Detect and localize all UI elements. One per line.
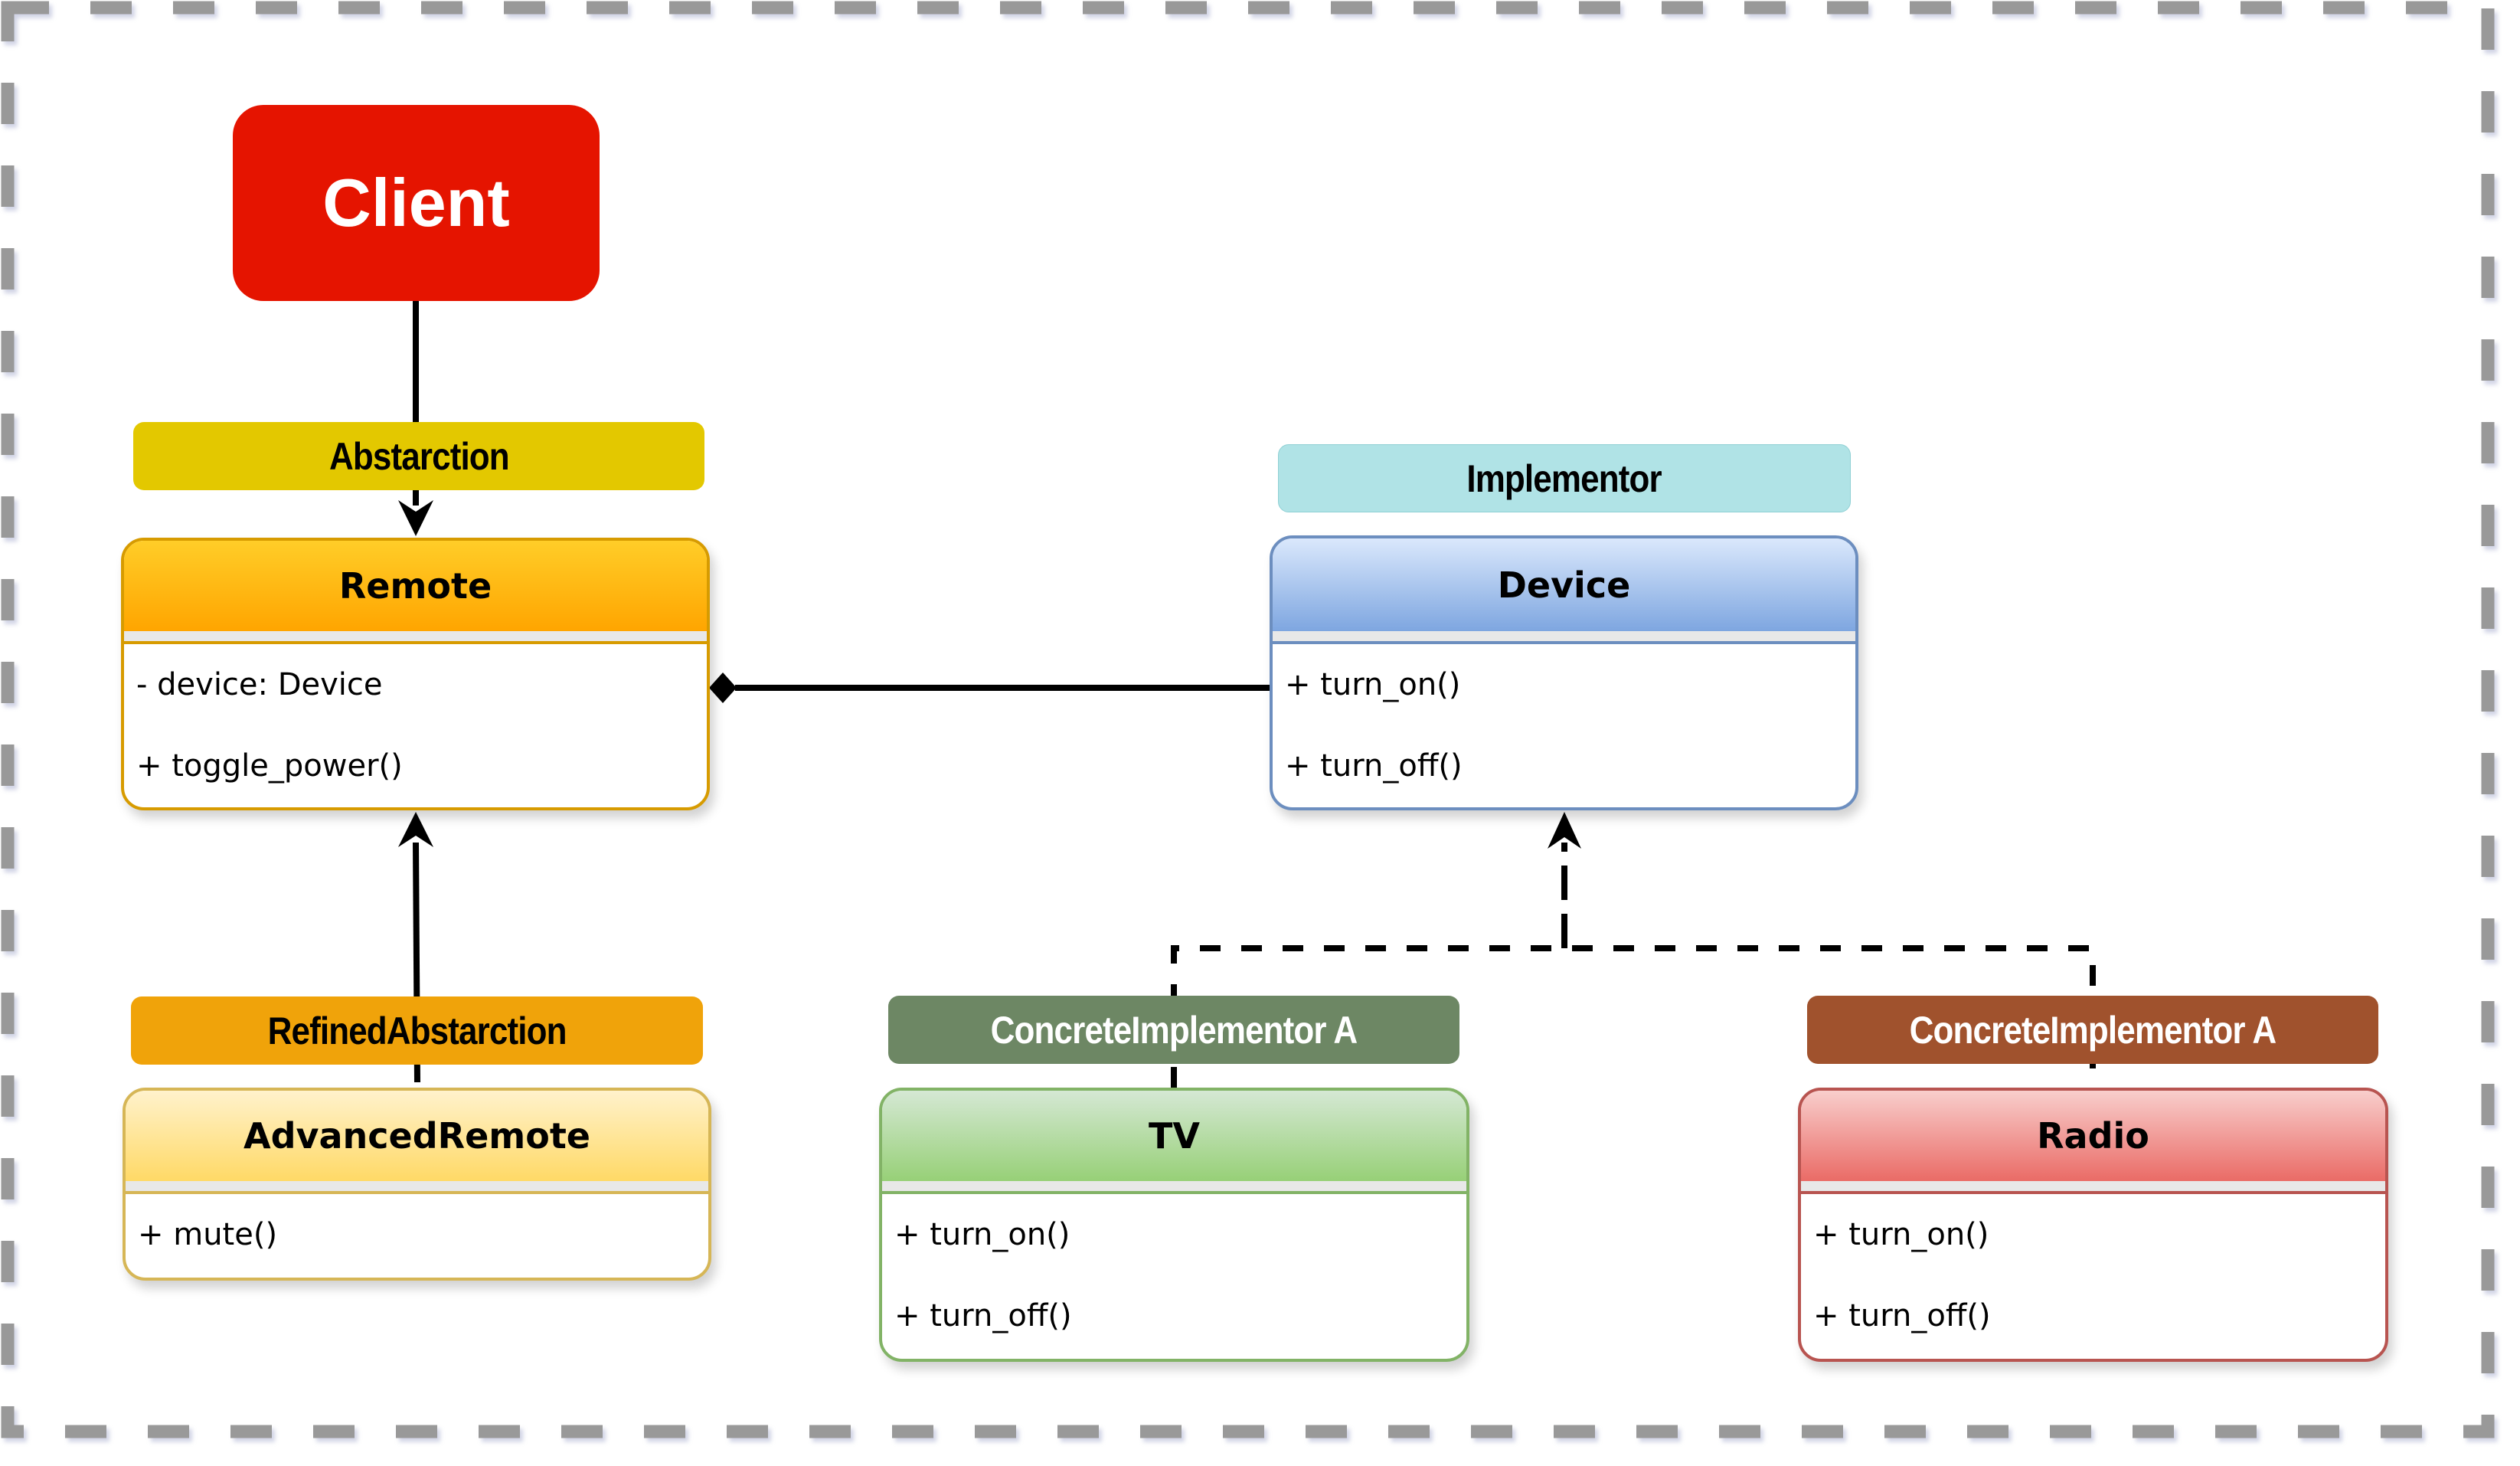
class-tv-header: TV <box>882 1091 1466 1181</box>
class-remote-method: + toggle_power() <box>136 748 403 784</box>
concrete-implementor-tv-stereotype-label[interactable]: ConcreteImplementor A <box>888 996 1459 1064</box>
class-advanced-remote-method: + mute() <box>138 1217 278 1252</box>
refined-abstraction-stereotype-label[interactable]: RefinedAbstarction <box>131 996 703 1065</box>
class-remote[interactable]: Remote - device: Device + toggle_power() <box>121 538 710 810</box>
class-device[interactable]: Device + turn_on() + turn_off() <box>1270 535 1858 810</box>
class-radio[interactable]: Radio + turn_on() + turn_off() <box>1798 1088 2388 1362</box>
class-remote-header: Remote <box>124 541 707 631</box>
class-advanced-remote-header: AdvancedRemote <box>126 1091 708 1181</box>
class-device-method: + turn_on() <box>1285 667 1461 702</box>
class-tv-method: + turn_off() <box>894 1298 1072 1333</box>
implementor-stereotype-text: Implementor <box>1466 456 1662 500</box>
class-tv[interactable]: TV + turn_on() + turn_off() <box>879 1088 1469 1362</box>
realization-arrowhead <box>1548 812 1581 849</box>
class-device-separator <box>1273 631 1855 644</box>
class-device-method: + turn_off() <box>1285 748 1463 784</box>
composition-diamond <box>709 672 737 703</box>
concrete-implementor-tv-stereotype-text: ConcreteImplementor A <box>990 1008 1358 1052</box>
class-radio-separator <box>1801 1181 2385 1194</box>
class-advanced-remote-separator <box>126 1181 708 1194</box>
concrete-implementor-radio-stereotype-label[interactable]: ConcreteImplementor A <box>1807 996 2378 1064</box>
class-radio-header: Radio <box>1801 1091 2385 1181</box>
class-device-name: Device <box>1497 564 1631 606</box>
class-radio-name: Radio <box>2037 1115 2149 1157</box>
class-device-header: Device <box>1273 538 1855 631</box>
class-tv-separator <box>882 1181 1466 1194</box>
abstraction-stereotype-label[interactable]: Abstarction <box>133 422 704 490</box>
client-node[interactable]: Client <box>233 105 600 301</box>
class-remote-name: Remote <box>338 565 492 607</box>
class-radio-method: + turn_on() <box>1813 1217 1989 1252</box>
class-tv-name: TV <box>1149 1115 1200 1157</box>
implementor-stereotype-label[interactable]: Implementor <box>1278 444 1851 512</box>
refined-abstraction-stereotype-text: RefinedAbstarction <box>267 1009 567 1052</box>
concrete-implementor-radio-stereotype-text: ConcreteImplementor A <box>1909 1008 2277 1052</box>
refined-to-remote-arrowhead <box>398 812 433 847</box>
class-advanced-remote[interactable]: AdvancedRemote + mute() <box>123 1088 711 1281</box>
class-advanced-remote-name: AdvancedRemote <box>243 1115 591 1157</box>
client-label: Client <box>322 165 510 241</box>
class-tv-method: + turn_on() <box>894 1217 1070 1252</box>
client-to-remote-arrowhead <box>398 500 433 536</box>
class-remote-attribute: - device: Device <box>136 667 383 702</box>
class-remote-separator <box>124 631 707 644</box>
outer-frame <box>1 1 2495 1438</box>
abstraction-stereotype-text: Abstarction <box>328 434 510 478</box>
class-radio-method: + turn_off() <box>1813 1298 1991 1333</box>
